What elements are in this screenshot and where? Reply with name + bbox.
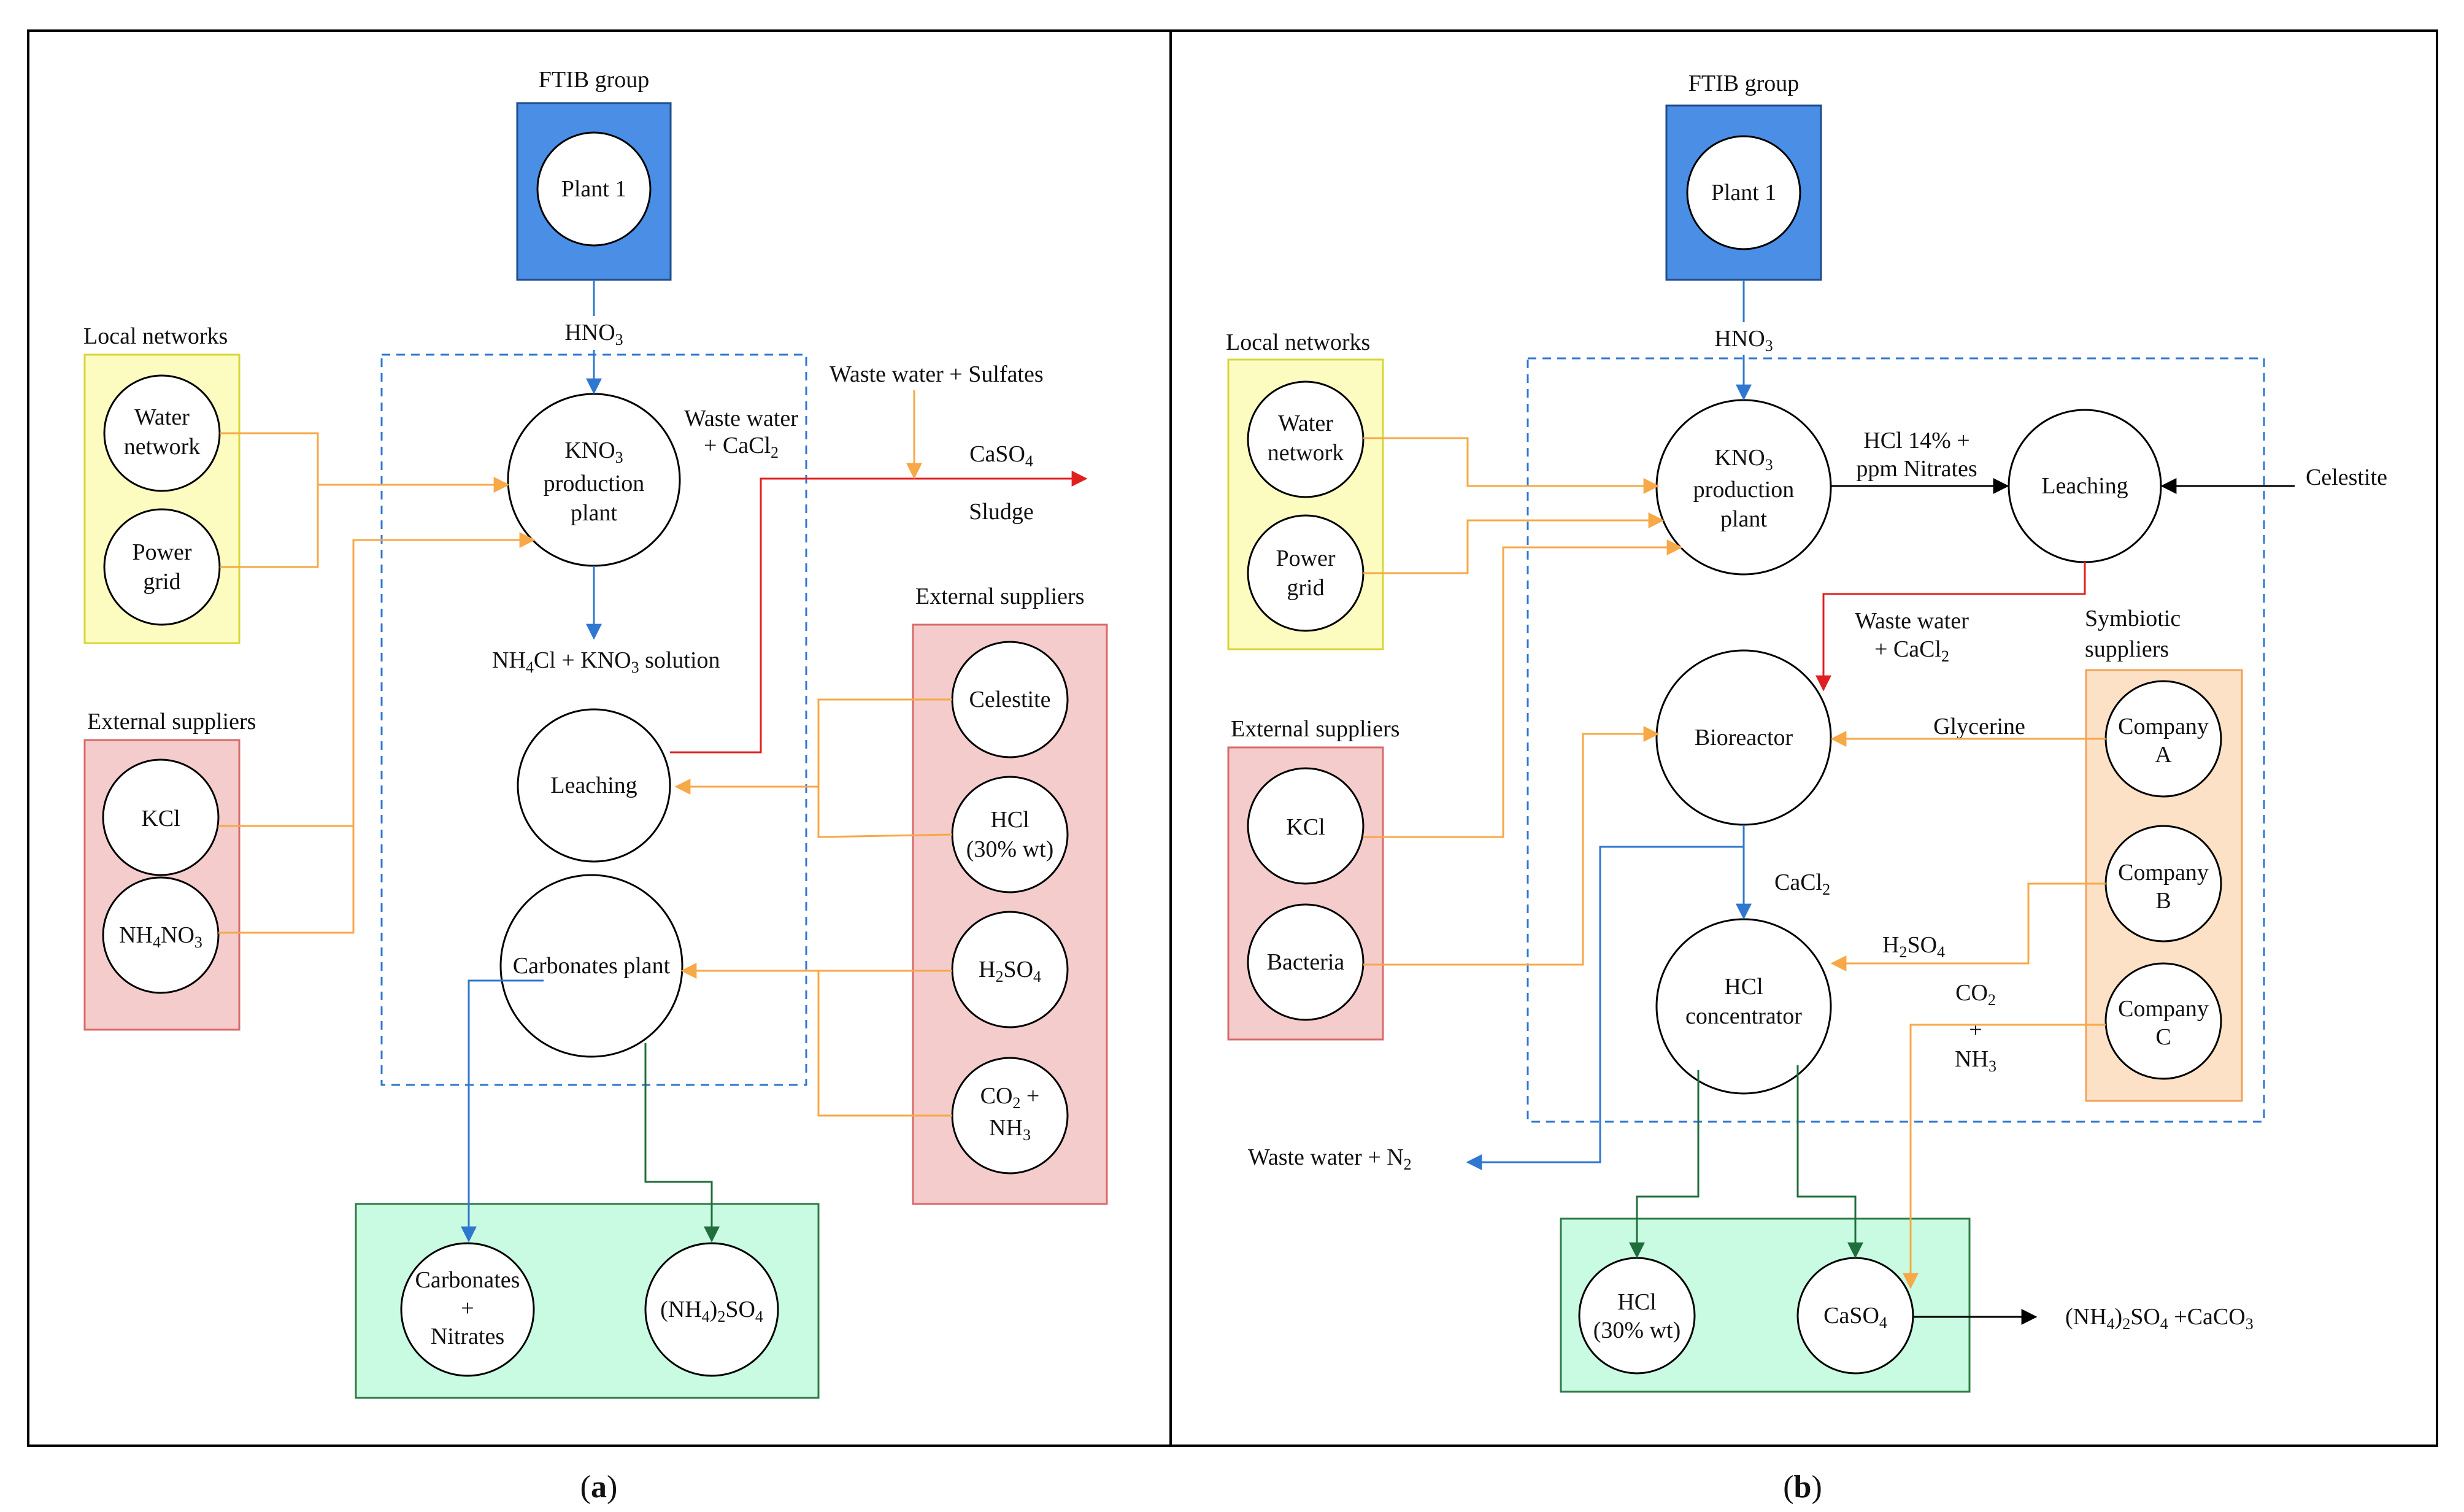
hcl-node-a	[951, 776, 1069, 893]
kcl-flow-b	[1363, 539, 1683, 838]
local-networks-label: Local networks	[83, 323, 228, 349]
power-grid-node-b	[1247, 514, 1365, 632]
bacteria-flow	[1363, 726, 1660, 966]
nh4cl-kno3-label: NH4Cl + KNO3 solution	[492, 647, 720, 676]
leaching-node-a	[517, 708, 671, 863]
caso4-label-a: CaSO4	[969, 441, 1033, 470]
caso4-product-flow	[1796, 1065, 1863, 1259]
water-network-flow-b	[1363, 437, 1660, 494]
carbonates-nitrates-node	[400, 1242, 535, 1377]
kcl-node-b	[1247, 767, 1365, 885]
power-grid-flow-a	[220, 485, 319, 568]
nh4-2so4-node-a	[644, 1242, 779, 1377]
external-suppliers-right-label: External suppliers	[915, 584, 1084, 609]
leaching-label-a: Leaching	[550, 773, 637, 798]
leaching-label-b: Leaching	[2041, 473, 2128, 499]
waste-water-n2-label: Waste water + N2	[1248, 1144, 1412, 1173]
plant-1-node	[536, 131, 652, 247]
power-grid-flow-b	[1363, 512, 1665, 574]
co2-nh3-label: CO2 +NH3	[980, 1083, 1040, 1144]
hno3-label-a: HNO3	[564, 320, 623, 349]
co2-label-b: CO2	[1955, 980, 1996, 1009]
h2so4-label-a: H2SO4	[979, 957, 1041, 986]
bioreactor-label: Bioreactor	[1695, 725, 1793, 750]
plant-1-label-b: Plant 1	[1711, 180, 1777, 206]
final-products-label: (NH4)2SO4 +CaCO3	[2065, 1304, 2254, 1333]
waste-water-cacl2-label-b: Waste water+ CaCl2	[1855, 608, 1969, 665]
plus-label-b: +	[1969, 1017, 1982, 1043]
plant-1-node-b	[1686, 135, 1801, 250]
local-networks-label-b: Local networks	[1226, 330, 1370, 355]
nh3-label-b: NH3	[1955, 1046, 1996, 1075]
kcl-label: KCl	[141, 806, 180, 831]
kcl-flow-a	[218, 532, 536, 827]
nh4no3-label: NH4NO3	[119, 922, 202, 951]
co2-nh3-flow-a	[817, 971, 952, 1117]
hcl14-label: HCl 14% +ppm Nitrates	[1856, 428, 1977, 482]
cacl2-label: CaCl2	[1774, 870, 1830, 898]
carbonates-nitrates-flow	[461, 979, 544, 1243]
carbonates-nitrates-label: Carbonates+Nitrates	[415, 1267, 520, 1349]
hcl-product-flow	[1629, 1070, 1700, 1259]
ftib-group-label: FTIB group	[539, 67, 650, 93]
water-network-flow-a	[220, 432, 510, 493]
glycerine-label: Glycerine	[1933, 714, 2025, 739]
bacteria-label: Bacteria	[1267, 949, 1345, 975]
h2so4-flow-b	[1830, 882, 2106, 971]
celestite-flow-a	[674, 698, 952, 795]
nh4-2so4-flow-a	[644, 1043, 720, 1243]
process-boundary-b	[1527, 357, 2265, 1123]
waste-water-cacl2-label-a: Waste water+ CaCl2	[684, 406, 798, 461]
carbonates-plant-label: Carbonates plant	[513, 953, 671, 979]
celestite-label-a: Celestite	[969, 687, 1051, 712]
waste-water-sulfates-label: Waste water + Sulfates	[830, 361, 1044, 387]
power-grid-node	[103, 508, 221, 626]
nh4no3-node	[102, 876, 220, 994]
hcl-product-node	[1578, 1257, 1696, 1375]
leaching-waste-flow	[670, 471, 1088, 754]
panel-b-caption: (b)	[1783, 1470, 1822, 1505]
plant-1-label: Plant 1	[561, 176, 627, 202]
waste-water-n2-flow	[1466, 846, 1744, 1170]
hno3-label-b: HNO3	[1714, 326, 1773, 355]
nh4-2so4-label-a: (NH4)2SO4	[660, 1297, 763, 1325]
nh4no3-flow-a	[218, 826, 355, 934]
water-network-node-b	[1247, 380, 1365, 498]
hcl-product-label: HCl(30% wt)	[1593, 1289, 1681, 1343]
company-c-node	[2104, 962, 2222, 1080]
panel-a-caption: (a)	[580, 1470, 618, 1505]
leaching-waste-flow-b	[1815, 562, 2086, 692]
celestite-flow-label-b: Celestite	[2306, 465, 2387, 490]
ftib-group-label-b: FTIB group	[1688, 71, 1800, 96]
water-network-node	[103, 374, 221, 492]
bacteria-node	[1247, 903, 1365, 1021]
panel-b-frame	[1169, 29, 2438, 1447]
kcl-node	[102, 758, 220, 876]
h2so4-label-b: H2SO4	[1882, 932, 1945, 961]
hcl-flow-a	[817, 787, 953, 838]
sludge-label: Sludge	[969, 499, 1034, 525]
co2-nh3-flow-b	[1903, 1024, 2106, 1289]
external-suppliers-left-label: External suppliers	[87, 709, 256, 735]
kcl-label-b: KCl	[1286, 814, 1325, 840]
external-suppliers-label-b: External suppliers	[1231, 716, 1399, 742]
h2so4-node-a	[951, 911, 1069, 1028]
caso4-product-label: CaSO4	[1823, 1303, 1887, 1332]
hcl-label-a: HCl(30% wt)	[966, 807, 1053, 862]
